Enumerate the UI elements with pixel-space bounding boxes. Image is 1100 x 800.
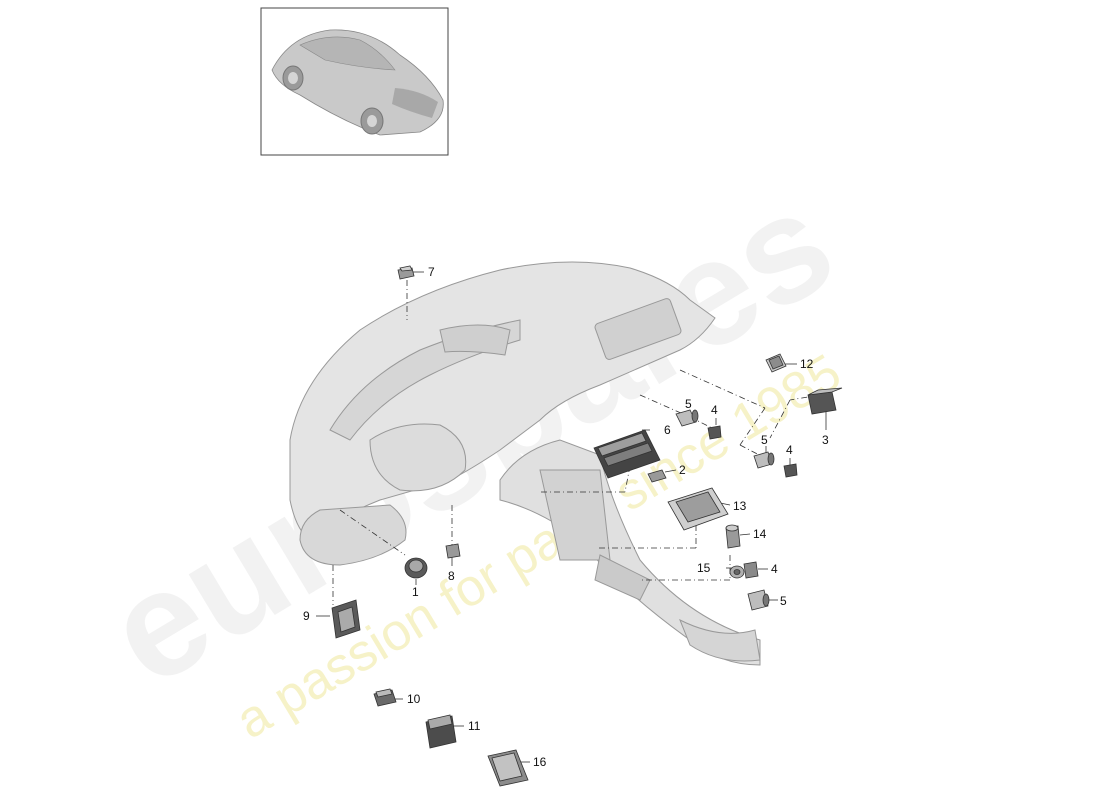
- callout-5c: 5: [780, 594, 787, 608]
- parts: [331, 265, 843, 787]
- callout-14: 14: [753, 527, 767, 541]
- part-2-switch: [647, 469, 667, 483]
- part-12-switch: [765, 353, 787, 373]
- part-4-holder-lower: [743, 561, 759, 579]
- callout-5b: 5: [761, 433, 768, 447]
- callout-13: 13: [733, 499, 747, 513]
- callout-9: 9: [303, 609, 310, 623]
- callout-4a: 4: [711, 403, 718, 417]
- part-11-switch-module: [425, 714, 457, 749]
- callout-3: 3: [822, 433, 829, 447]
- dashboard-assembly: [289, 261, 761, 666]
- part-14-bulb: [725, 524, 741, 549]
- callout-16: 16: [533, 755, 547, 769]
- part-6-switch-panel: [593, 429, 661, 479]
- callout-6: 6: [664, 423, 671, 437]
- callout-5a: 5: [685, 397, 692, 411]
- callout-labels: 7 12 3 5 4 6 5 4 2 13 14 15 4 5 1 8 9 10…: [303, 265, 829, 769]
- part-3-switch: [807, 387, 843, 415]
- part-4-holder-middle: [783, 463, 798, 478]
- part-16-trim: [487, 749, 529, 787]
- callout-8: 8: [448, 569, 455, 583]
- part-8-clip: [445, 543, 461, 559]
- callout-4b: 4: [786, 443, 793, 457]
- callout-4c: 4: [771, 562, 778, 576]
- part-5-bulb-middle: [753, 451, 775, 469]
- callout-10: 10: [407, 692, 421, 706]
- part-4-holder-upper: [707, 425, 722, 440]
- part-5-bulb-lower: [747, 589, 770, 611]
- part-10-switch: [373, 688, 397, 707]
- callout-7: 7: [428, 265, 435, 279]
- part-1-knob: [404, 557, 428, 579]
- callout-12: 12: [800, 357, 814, 371]
- part-15-holder: [729, 565, 745, 579]
- part-9-bracket: [331, 599, 361, 639]
- part-5-bulb-upper: [675, 409, 699, 427]
- leader-lines: [316, 271, 827, 763]
- car-thumbnail: [260, 7, 449, 156]
- callout-15: 15: [697, 561, 711, 575]
- part-13-control-panel: [667, 487, 729, 531]
- part-7-sensor: [397, 265, 415, 280]
- callout-2: 2: [679, 463, 686, 477]
- callout-1: 1: [412, 585, 419, 599]
- callout-11: 11: [468, 719, 481, 733]
